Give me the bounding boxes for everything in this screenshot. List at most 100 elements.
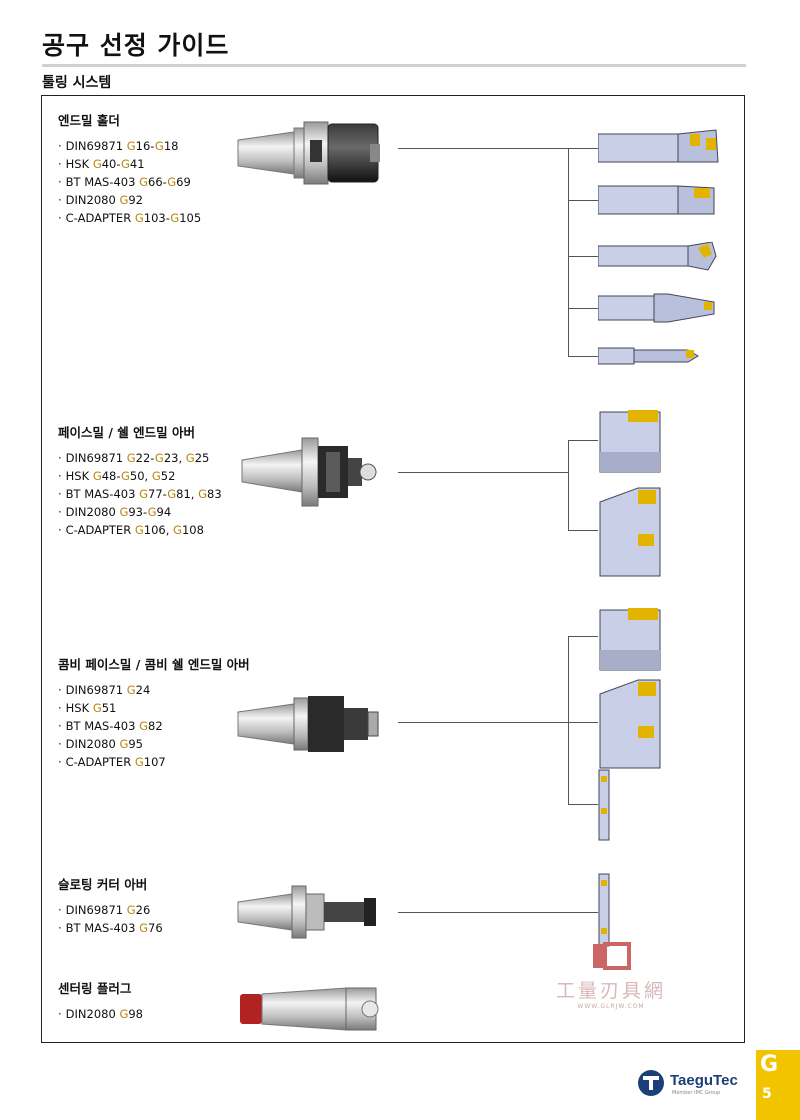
page-ref: 106, [143, 523, 174, 537]
spec-line: ·DIN2080 G92 [58, 191, 201, 209]
connector-line [398, 472, 568, 473]
page-ref: 52 [160, 469, 176, 483]
slotting-arbor-image [237, 885, 376, 939]
group-heading: 센터링 플러그 [58, 981, 132, 996]
catalog-prefix: G [139, 487, 148, 501]
connector-line [568, 200, 598, 201]
bullet: · [58, 755, 62, 769]
page-ref: 66- [148, 175, 168, 189]
page-ref: 23, [163, 451, 186, 465]
standard-name: DIN69871 [65, 683, 124, 697]
page-ref: 16- [135, 139, 155, 153]
standard-name: DIN69871 [65, 139, 124, 153]
catalog-prefix: G [139, 175, 148, 189]
group-endmill-holder: 엔드밀 홀더·DIN69871 G16-G18·HSK G40-G41·BT M… [58, 110, 201, 227]
endmill-tool-1 [598, 129, 719, 163]
standard-name: DIN2080 [65, 1007, 116, 1021]
standard-name: C-ADAPTER [65, 211, 132, 225]
catalog-prefix: G [173, 523, 182, 537]
endmill-tool-4 [598, 293, 715, 323]
page-ref: 93- [128, 505, 148, 519]
bullet: · [58, 211, 62, 225]
bullet: · [58, 523, 62, 537]
page-ref: 81, [176, 487, 199, 501]
bullet: · [58, 469, 62, 483]
brand-subtitle: Member IMC Group [672, 1090, 721, 1096]
spec-line: ·HSK G48-G50, G52 [58, 467, 222, 485]
title-rule [42, 64, 746, 67]
connector-line [568, 636, 569, 804]
page-ref: 24 [135, 683, 151, 697]
connector-line [568, 440, 598, 441]
combi-arbor-image [237, 696, 379, 752]
group-combi-arbor: 콤비 페이스밀 / 콤비 쉘 엔드밀 아버·DIN69871 G24·HSK G… [58, 654, 250, 771]
page-ref: 41 [129, 157, 145, 171]
spec-line: ·DIN69871 G24 [58, 681, 250, 699]
catalog-prefix: G [170, 211, 180, 225]
spec-line: ·DIN69871 G26 [58, 901, 163, 919]
spec-line: ·C-ADAPTER G107 [58, 753, 250, 771]
bullet: · [58, 701, 62, 715]
standard-name: DIN69871 [65, 903, 124, 917]
page-ref: 105 [179, 211, 202, 225]
chapter-letter: G [760, 1052, 779, 1077]
page-ref: 26 [135, 903, 151, 917]
bullet: · [58, 683, 62, 697]
combi-face-tool [599, 679, 661, 769]
spec-line: ·DIN2080 G95 [58, 735, 250, 753]
group-centering-plug: 센터링 플러그·DIN2080 G98 [58, 978, 143, 1023]
spec-line: ·DIN2080 G93-G94 [58, 503, 222, 521]
catalog-prefix: G [154, 451, 164, 465]
shell-mill-tool [599, 410, 661, 473]
page-ref: 94 [156, 505, 172, 519]
bullet: · [58, 505, 62, 519]
connector-line [568, 308, 598, 309]
spec-line: ·HSK G51 [58, 699, 250, 717]
catalog-prefix: G [119, 505, 129, 519]
catalog-prefix: G [92, 701, 102, 715]
bullet: · [58, 719, 62, 733]
catalog-prefix: G [167, 175, 177, 189]
catalog-prefix: G [139, 921, 148, 935]
spec-line: ·DIN69871 G16-G18 [58, 137, 201, 155]
spec-line: ·C-ADAPTER G106, G108 [58, 521, 222, 539]
endmill-tool-5 [598, 347, 699, 365]
catalog-prefix: G [120, 469, 130, 483]
content-frame [41, 95, 745, 1043]
page-title: 공구 선정 가이드 [42, 31, 230, 60]
page-ref: 40- [101, 157, 121, 171]
page-ref: 83 [207, 487, 222, 501]
watermark-url: WWW.GLRJW.COM [577, 1003, 645, 1010]
group-heading: 슬로팅 커터 아버 [58, 877, 148, 892]
connector-line [568, 636, 598, 637]
bullet: · [58, 157, 62, 171]
page-ref: 108 [181, 523, 204, 537]
spec-line: ·DIN69871 G22-G23, G25 [58, 449, 222, 467]
facemill-arbor-image [241, 437, 377, 507]
catalog-prefix: G [119, 193, 129, 207]
spec-line: ·HSK G40-G41 [58, 155, 201, 173]
standard-name: BT MAS-403 [65, 719, 136, 733]
group-heading: 콤비 페이스밀 / 콤비 쉘 엔드밀 아버 [58, 657, 250, 672]
watermark-logo [593, 942, 631, 970]
catalog-prefix: G [185, 451, 195, 465]
page-ref: 76 [148, 921, 163, 935]
catalog-prefix: G [126, 903, 136, 917]
bullet: · [58, 175, 62, 189]
centering-plug-image [240, 987, 379, 1031]
standard-name: HSK [65, 469, 93, 483]
catalog-prefix: G [119, 737, 129, 751]
group-heading: 페이스밀 / 쉘 엔드밀 아버 [58, 425, 195, 440]
watermark: 工量刃具網 WWW.GLRJW.COM [536, 942, 686, 1010]
bullet: · [58, 487, 62, 501]
connector-line [568, 804, 598, 805]
page-ref: 69 [176, 175, 191, 189]
catalog-prefix: G [134, 211, 144, 225]
section-title: 툴링 시스템 [42, 75, 112, 91]
bullet: · [58, 139, 62, 153]
catalog-prefix: G [154, 139, 164, 153]
catalog-prefix: G [92, 469, 102, 483]
page-ref: 98 [128, 1007, 143, 1021]
connector-line [568, 148, 569, 356]
connector-line [398, 148, 568, 149]
